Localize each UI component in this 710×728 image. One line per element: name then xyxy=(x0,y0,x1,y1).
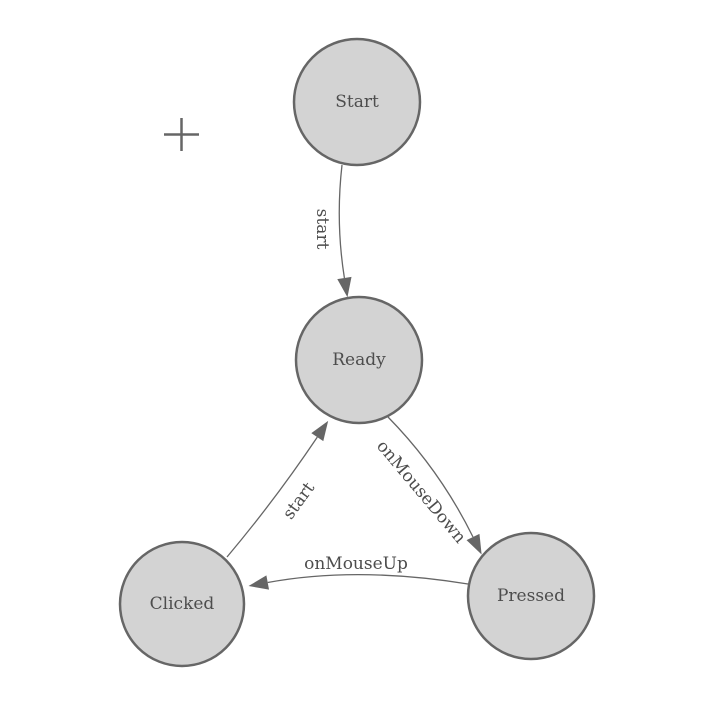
node-ready[interactable] xyxy=(294,295,424,425)
edge-ready-to-pressed[interactable] xyxy=(387,416,482,555)
node-pressed[interactable] xyxy=(466,531,596,661)
edge-start-to-ready[interactable] xyxy=(337,164,352,298)
edge-clicked-to-ready[interactable] xyxy=(226,420,329,558)
node-clicked[interactable] xyxy=(118,540,246,668)
node-start[interactable] xyxy=(292,37,422,167)
edge-pressed-to-clicked[interactable] xyxy=(248,573,469,590)
crosshair-plus-icon xyxy=(164,118,199,151)
